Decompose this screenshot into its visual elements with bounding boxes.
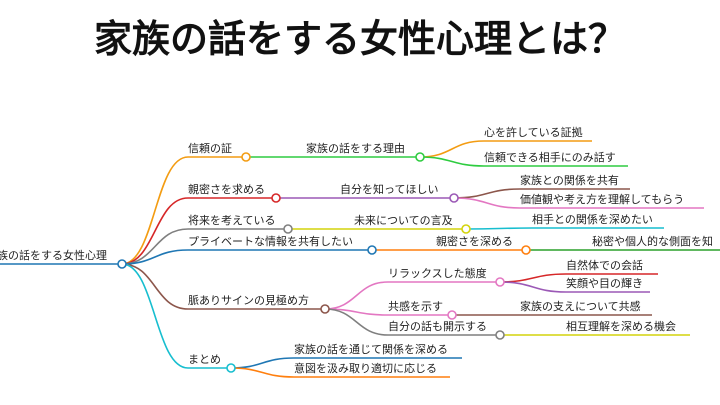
branch-label: まとめ: [188, 353, 221, 366]
branch-label: 将来を考えている: [188, 214, 275, 227]
leaf-connector: [453, 197, 521, 209]
leaf-label: 価値観や考え方を理解してもらう: [520, 192, 684, 206]
branch-connector: [121, 263, 189, 369]
leaf-connector: [499, 273, 567, 283]
child-node: [461, 224, 471, 234]
leaf-label: 心を許している証拠: [484, 126, 583, 139]
child-label: 自分を知ってほしい: [340, 182, 438, 196]
branch-node: [271, 193, 281, 203]
child-node: [447, 310, 457, 320]
child-connector: [230, 367, 295, 378]
child-label: 親密さを深める: [436, 234, 513, 248]
leaf-connector: [419, 140, 485, 158]
child-connector: [324, 281, 389, 310]
leaf-label: 笑顔や目の輝き: [566, 276, 643, 290]
branch-label: 信頼の証: [188, 142, 232, 155]
branch-label: 親密さを求める: [188, 182, 265, 196]
child-node: [521, 245, 531, 255]
child-label: リラックスした態度: [388, 266, 487, 280]
branch-label: 脈ありサインの見極め方: [188, 293, 309, 307]
root-node: [117, 259, 127, 269]
branch-label: プライベートな情報を共有したい: [188, 234, 353, 248]
leaf-label: 相互理解を深める機会: [566, 319, 676, 333]
child-node: [495, 277, 505, 287]
branch-connector: [121, 197, 189, 265]
child-label: 未来についての言及: [354, 214, 453, 227]
branch-connector: [121, 228, 189, 265]
leaf-label: 秘密や個人的な側面を知: [592, 234, 713, 248]
child-node: [449, 193, 459, 203]
branch-node: [367, 245, 377, 255]
child-node: [415, 152, 425, 162]
leaf-connector: [453, 188, 521, 199]
branch-node: [320, 304, 330, 314]
child-node: [495, 330, 505, 340]
child-connector: [324, 308, 389, 336]
leaf-connector: [465, 227, 533, 230]
child-label: 共感を示す: [388, 300, 443, 313]
child-label: 自分の話も開示する: [388, 319, 487, 333]
leaf-label: 自然体での会話: [566, 258, 643, 272]
leaf-label: 相手との関係を深めたい: [532, 212, 653, 226]
branch-node: [283, 224, 293, 234]
branch-connector: [121, 156, 189, 265]
page-title: 家族の話をする女性心理とは？: [93, 17, 626, 61]
child-label: 家族の話を通じて関係を深める: [294, 342, 448, 356]
leaf-connector: [419, 156, 485, 167]
branch-node: [226, 363, 236, 373]
leaf-label: 家族の支えについて共感: [520, 299, 641, 313]
child-label: 家族の話をする理由: [306, 141, 405, 155]
child-connector: [230, 357, 295, 369]
root-label: 家族の話をする女性心理: [0, 248, 107, 262]
leaf-label: 家族との関係を共有: [520, 173, 619, 187]
branch-connector: [121, 263, 189, 310]
leaf-connector: [499, 281, 567, 293]
branch-connector: [121, 249, 189, 265]
leaf-label: 信頼できる相手にのみ話す: [484, 150, 616, 164]
branch-node: [241, 152, 251, 162]
child-label: 意図を汲み取り適切に応じる: [294, 361, 437, 375]
